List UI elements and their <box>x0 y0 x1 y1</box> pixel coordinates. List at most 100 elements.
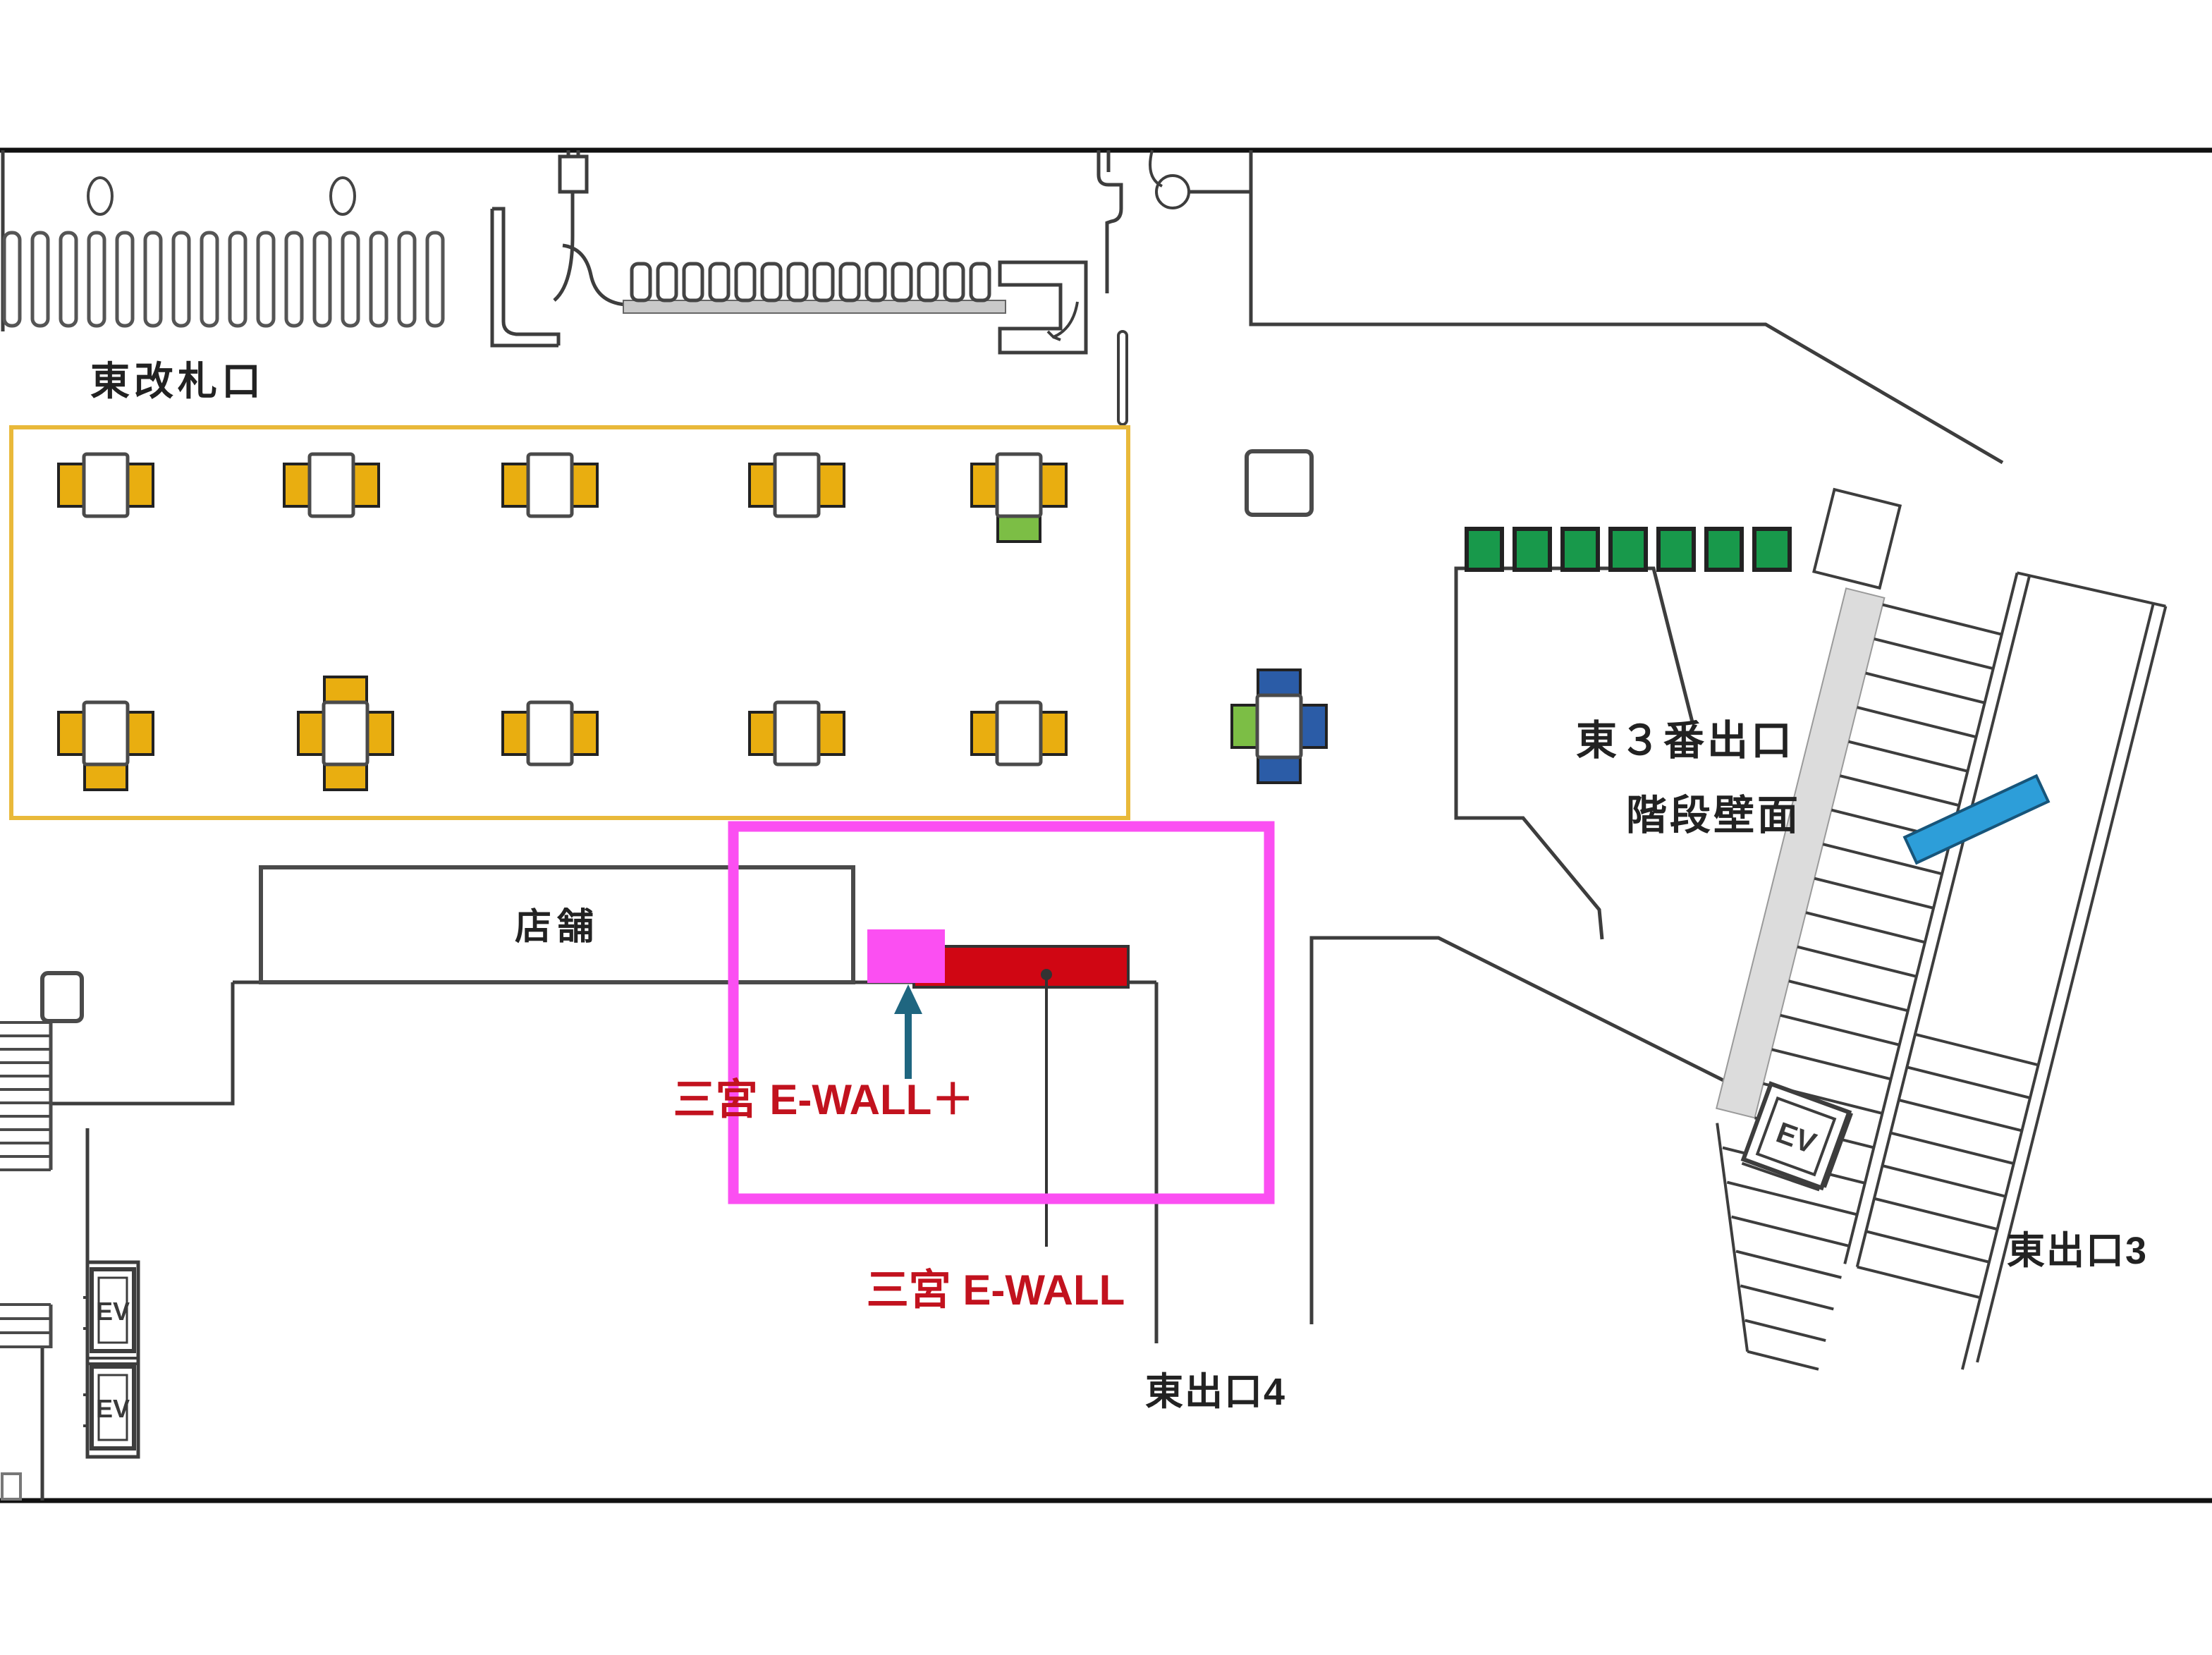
stair-tread <box>1822 843 1943 876</box>
corridor-notch-square <box>558 154 589 194</box>
table-top <box>526 452 574 518</box>
stair-tread <box>1882 603 2003 636</box>
stair-tread <box>1882 1164 2006 1198</box>
fence-tooth <box>917 262 939 303</box>
stair-tread <box>1848 740 1968 773</box>
table-with-chairs <box>1230 668 1328 784</box>
table-top <box>526 700 574 767</box>
table-with-chairs <box>57 700 154 791</box>
fence-tooth <box>943 262 965 303</box>
exit4-label: 東出口4 <box>1145 1371 1286 1413</box>
table-with-chairs <box>748 700 845 767</box>
stair-tread <box>1840 774 1960 807</box>
stair-tread <box>1865 671 1986 704</box>
lone-table-square <box>1245 449 1314 517</box>
stair-top-landing <box>1812 487 1902 590</box>
stair-treads-lower <box>1722 1146 1866 1342</box>
fence-tooth <box>630 262 652 303</box>
stair-tread <box>1731 1215 1850 1248</box>
table-top <box>995 700 1043 767</box>
green-bench-square <box>1704 527 1744 572</box>
table-top <box>773 700 821 767</box>
ev-box2-label: EV <box>96 1394 130 1423</box>
pointer-arrow-head <box>894 984 922 1014</box>
stair-tread <box>1906 1065 2031 1099</box>
stair-tread <box>1780 1013 1900 1046</box>
ticket-gate-bar <box>171 231 191 328</box>
green-bench-square <box>1465 527 1504 572</box>
shop-label: 店舗 <box>515 907 599 948</box>
comb-ramp-curve <box>562 243 625 307</box>
table-with-chairs <box>970 452 1068 543</box>
ticket-gate-bar <box>228 231 248 328</box>
fence-tooth <box>760 262 783 303</box>
concourse-tables <box>57 452 1328 791</box>
corridor-small-bar <box>1117 330 1128 426</box>
stair-tread <box>1874 637 1994 671</box>
table-with-chairs <box>970 700 1068 767</box>
ewall-plus-panel-magenta <box>867 929 945 983</box>
stair-tread <box>1814 877 1934 910</box>
fence-tooth <box>969 262 991 303</box>
exit4-right-wall <box>1309 936 1759 1324</box>
exit3-stair-line2: 階段壁面 <box>1626 793 1801 838</box>
stair-treads-right <box>1865 1032 2039 1264</box>
pointer-arrow <box>894 984 922 1079</box>
ticket-gate-bar <box>143 231 163 328</box>
ticket-gate-bar <box>256 231 276 328</box>
fence-tooth <box>708 262 731 303</box>
stair-treads-upper <box>1754 603 2003 1149</box>
fence-tooth <box>891 262 913 303</box>
ticket-gate-bar <box>425 231 445 328</box>
table-with-chairs <box>297 676 394 791</box>
ewall-panel-red <box>912 945 1130 989</box>
stair-tread <box>1726 1180 1858 1216</box>
table-top <box>995 452 1043 518</box>
small-room-square <box>40 971 84 1023</box>
fence-bar <box>623 300 1006 314</box>
yellow-zone-outline <box>9 425 1130 820</box>
stair-tread <box>1914 1032 2039 1067</box>
ticket-gate-bar <box>369 231 389 328</box>
table-with-chairs <box>501 452 599 518</box>
green-bench-square <box>1608 527 1648 572</box>
table-with-chairs <box>748 452 845 518</box>
ticket-gate-bar <box>284 231 304 328</box>
elevator-diamond <box>1740 1081 1853 1192</box>
fence-tooth <box>864 262 887 303</box>
lower-left-step-wall <box>51 982 235 1106</box>
ticket-gate-bar <box>115 231 135 328</box>
table-top <box>82 700 130 767</box>
ticket-gate-bar <box>397 231 417 328</box>
exit3-staircase <box>1715 487 2168 1371</box>
stair-tread <box>1805 911 1926 944</box>
left-stairs-stripes <box>0 1021 53 1348</box>
corridor-right-bracket <box>998 260 1088 355</box>
ticket-gate-bar <box>341 231 360 328</box>
exit3-landing-wall <box>1454 566 1694 940</box>
elevator-diamond-inner <box>1755 1096 1837 1177</box>
elevator-block-details <box>83 1296 138 1427</box>
stair-tread <box>1771 1048 1892 1081</box>
table-with-chairs <box>283 452 380 518</box>
stair-tread <box>1874 1197 1998 1231</box>
shop-box <box>259 865 855 984</box>
fence-tooth <box>734 262 757 303</box>
fence-tooth <box>682 262 704 303</box>
queue-ellipse <box>329 176 356 216</box>
queue-ellipse <box>87 176 114 216</box>
stair-wall-strip <box>1715 587 1886 1119</box>
ewall-plus-label: 三宮 E-WALL＋ <box>673 1076 974 1123</box>
stair-tread <box>1740 1284 1834 1311</box>
table-top <box>82 452 130 518</box>
upper-right-wall <box>1249 150 2004 465</box>
green-bench-row <box>1465 527 1792 572</box>
fence-tooth <box>812 262 835 303</box>
ticket-gate-bar <box>59 231 78 328</box>
stair-tread <box>1797 945 1917 978</box>
green-bench-square <box>1513 527 1552 572</box>
corridor-left-bracket-inner <box>492 207 561 346</box>
ticket-gate-bar <box>30 231 50 328</box>
stair-wall-ad-panel-blue <box>1902 774 2051 865</box>
